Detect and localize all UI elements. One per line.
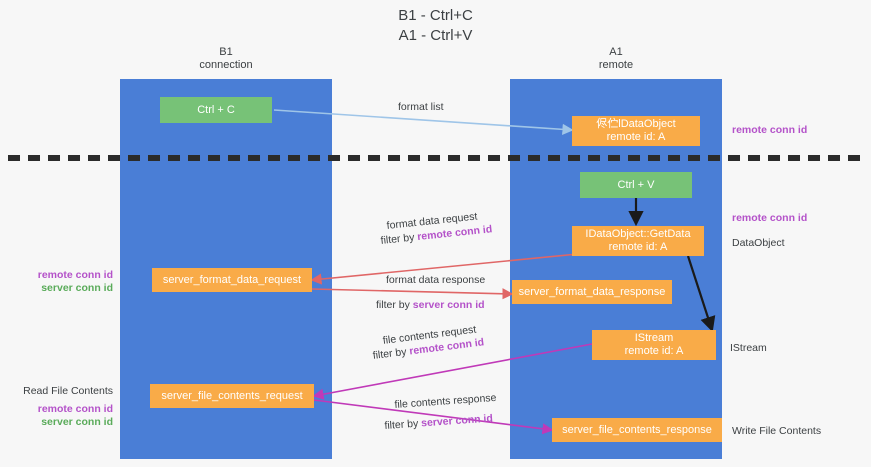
- annotation-right-top-conn: remote conn id: [732, 124, 808, 136]
- lane-header-b1: B1 connection: [199, 46, 253, 71]
- server-file-contents-response-box[interactable]: server_file_contents_response: [552, 418, 722, 442]
- file-contents-response-filter-label: filter by server conn id: [384, 411, 493, 434]
- server-format-data-request-box[interactable]: server_format_data_request: [152, 268, 312, 292]
- annotation-left-mid-remote: remote conn id: [37, 269, 113, 281]
- edge-label-text: file contents response: [394, 391, 497, 411]
- annotation-right-istream: IStream: [730, 342, 767, 354]
- annotation-right-mid-conn: remote conn id: [732, 212, 808, 224]
- lane-header-a1: A1 remote: [598, 46, 634, 71]
- filter-key: server conn id: [412, 299, 485, 311]
- idataobject-getdata-box[interactable]: IDataObject::GetData remote id: A: [572, 226, 704, 256]
- edge-label-text: format data response: [386, 274, 486, 286]
- annotation-right-dataobject: DataObject: [732, 237, 785, 249]
- annotation-right-write-file: Write File Contents: [732, 425, 822, 437]
- annotation-left-read-file: Read File Contents: [23, 385, 113, 397]
- server-format-data-response-box[interactable]: server_format_data_response: [512, 280, 672, 304]
- annotation-left-low-remote: remote conn id: [37, 403, 113, 415]
- ctrl-v-box[interactable]: Ctrl + V: [580, 172, 692, 198]
- file-contents-response-edge-label: file contents response: [394, 391, 497, 413]
- filter-prefix: filter by: [380, 231, 418, 247]
- format-list-edge-label: format list: [398, 101, 444, 113]
- filter-key: server conn id: [420, 412, 494, 430]
- annotation-left-mid-server: server conn id: [41, 282, 113, 294]
- format-data-response-edge-label: format data response: [386, 273, 485, 288]
- diagram-title: B1 - Ctrl+C A1 - Ctrl+V: [398, 7, 473, 44]
- idataobject-box[interactable]: 侭伫lDataObject remote id: A: [572, 116, 700, 146]
- istream-box[interactable]: IStream remote id: A: [592, 330, 716, 360]
- format-data-response-filter-label: filter by server conn id: [376, 298, 485, 313]
- ctrl-c-box[interactable]: Ctrl + C: [160, 97, 272, 123]
- annotation-left-low-server: server conn id: [41, 416, 113, 428]
- dashed-separator: [8, 155, 863, 161]
- filter-prefix: filter by: [384, 417, 422, 432]
- server-file-contents-request-box[interactable]: server_file_contents_request: [150, 384, 314, 408]
- filter-prefix: filter by: [376, 299, 413, 311]
- filter-prefix: filter by: [372, 345, 411, 362]
